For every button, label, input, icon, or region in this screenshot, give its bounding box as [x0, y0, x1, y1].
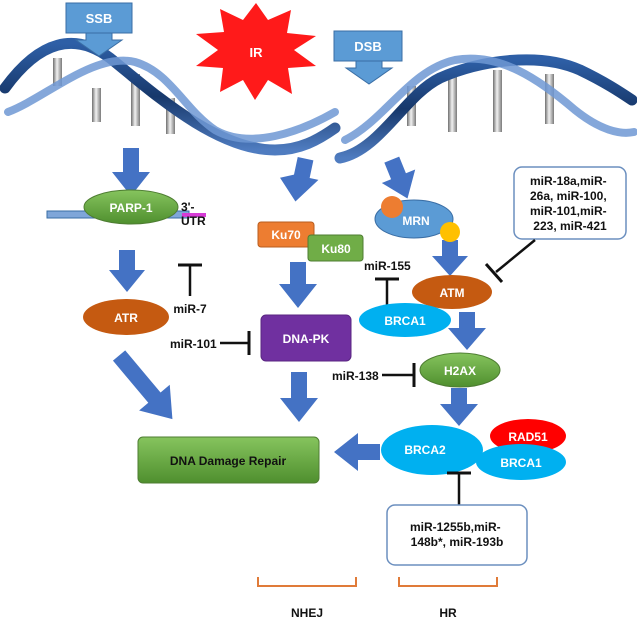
- parp1-node: [83, 189, 179, 225]
- mir7-label: miR-7: [173, 302, 207, 316]
- mir138-label: miR-138: [332, 369, 379, 383]
- arrow-diagonal-icon: [112, 350, 173, 420]
- inhibition-line: [495, 239, 536, 273]
- h2ax-node: [419, 352, 501, 388]
- hr-pathway: MRN miR-155 ATM BRCA1 miR-18a,miR- 26a, …: [332, 166, 627, 566]
- utr-label-line2: UTR: [181, 214, 206, 228]
- brca-mirs-line: 148b*, miR-193b: [411, 535, 504, 549]
- inhibition-bar: [484, 263, 504, 283]
- ku80-node: [307, 234, 364, 262]
- hr-label: HR: [439, 606, 457, 620]
- flow-arrows: [109, 148, 486, 471]
- dnapk-label: DNA-PK: [283, 332, 330, 346]
- dnapk-node: [260, 314, 352, 362]
- utr-label: 3'- UTR: [181, 200, 206, 228]
- arrow-down-icon: [279, 262, 317, 308]
- ku80-label: Ku80: [321, 242, 351, 256]
- arrow-down-icon: [280, 372, 318, 422]
- atr-node: [83, 299, 169, 335]
- arrow-down-icon: [109, 250, 145, 292]
- nhej-bracket: [257, 577, 357, 587]
- brca-mirs-text: miR-1255b,miR- 148b*, miR-193b: [410, 520, 504, 549]
- base-pair-bar: [166, 98, 175, 134]
- ir-burst: IR: [196, 3, 316, 100]
- atm-label: ATM: [439, 286, 464, 300]
- ku70-label: Ku70: [271, 228, 301, 242]
- base-pair-bar: [92, 88, 101, 122]
- nhej-pathway: Ku70 Ku80 DNA-PK miR-101: [170, 221, 364, 362]
- arrow-down-icon: [440, 388, 478, 426]
- brca2-node: [381, 425, 483, 475]
- mir155-label: miR-155: [364, 259, 411, 273]
- mir101-label: miR-101: [170, 337, 217, 351]
- brca1-lower-label: BRCA1: [500, 456, 542, 470]
- ir-label: IR: [250, 45, 264, 60]
- base-pair-bar: [448, 74, 457, 132]
- hr-bracket: [398, 577, 498, 587]
- nhej-label: NHEJ: [291, 606, 323, 620]
- arrow-down-icon: [448, 312, 486, 350]
- rad51-node: [490, 419, 566, 453]
- dna-damage-repair-box: DNA Damage Repair: [137, 436, 320, 484]
- arrow-down-icon: [112, 148, 150, 196]
- ir-starburst-icon: [196, 3, 316, 100]
- brca1-upper-node: [359, 303, 451, 337]
- atm-mirs-line: miR-18a,miR-: [530, 174, 607, 188]
- brca1-lower-node: [476, 444, 566, 480]
- mrn-subunit-orange: [381, 196, 403, 218]
- atm-mirs-line: miR-101,miR-: [530, 204, 607, 218]
- h2ax-label: H2AX: [444, 364, 476, 378]
- brca-mirs-line: miR-1255b,miR-: [410, 520, 501, 534]
- dna-strand: [341, 54, 637, 144]
- arrow-down-icon: [381, 156, 416, 199]
- ssb-label: SSB: [86, 11, 113, 26]
- rad51-label: RAD51: [508, 430, 548, 444]
- utr-label-line1: 3'-: [181, 200, 195, 214]
- dna-helix: [0, 38, 637, 164]
- ssb-pathway: PARP-1 3'- UTR miR-7 ATR: [46, 189, 207, 335]
- arrow-down-icon: [280, 157, 319, 202]
- brca2-label: BRCA2: [404, 443, 446, 457]
- mrn-label: MRN: [402, 214, 429, 228]
- arrow-down-icon: [432, 240, 468, 276]
- parp1-label: PARP-1: [109, 201, 152, 215]
- dsb-callout: DSB: [333, 30, 403, 85]
- atm-mirs-line: 26a, miR-100,: [530, 189, 607, 203]
- dna-strand: [4, 56, 339, 143]
- brca-mirs-box: [386, 504, 528, 566]
- arrow-left-icon: [334, 433, 380, 471]
- base-pair-bar: [131, 74, 140, 126]
- brca1-upper-label: BRCA1: [384, 314, 426, 328]
- utr-segment: [182, 213, 206, 217]
- atr-label: ATR: [114, 311, 138, 325]
- base-pair-bar: [493, 70, 502, 132]
- mrn-subunit-yellow: [440, 222, 460, 242]
- repair-label: DNA Damage Repair: [170, 454, 287, 468]
- dna-strand: [0, 38, 341, 156]
- ssb-callout: SSB: [65, 2, 133, 57]
- atm-mirs-text: miR-18a,miR- 26a, miR-100, miR-101,miR- …: [530, 174, 610, 233]
- dsb-label: DSB: [354, 39, 381, 54]
- base-pair-bar: [53, 58, 62, 86]
- atm-mirs-box: [513, 166, 627, 240]
- atm-mirs-line: 223, miR-421: [533, 219, 607, 233]
- pathway-brackets: [257, 577, 498, 587]
- atm-node: [412, 275, 492, 309]
- base-pair-bar: [545, 74, 554, 124]
